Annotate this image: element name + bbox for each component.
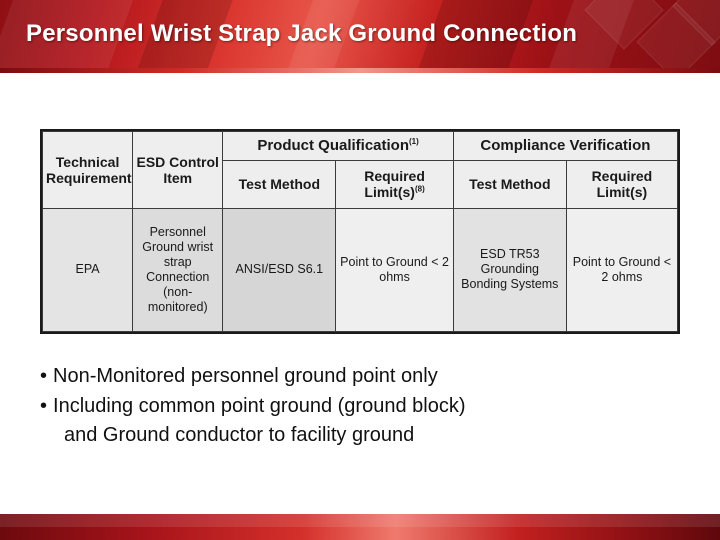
header-required-limits-1-label: Required Limit(s) [364,168,425,201]
cell-test-method-2: ESD TR53 Grounding Bonding Systems [452,207,567,333]
slide-header-banner: Personnel Wrist Strap Jack Ground Connec… [0,0,720,72]
cell-technical-requirement: EPA [41,207,134,333]
header-required-limits-2: Required Limit(s) [565,159,679,209]
bullet-text-continuation: and Ground conductor to facility ground [64,424,415,447]
list-item: •Including common point ground (ground b… [40,392,690,422]
bullet-list: •Non-Monitored personnel ground point on… [40,362,690,451]
bullet-text: Non-Monitored personnel ground point onl… [53,365,438,387]
header-product-qualification-label: Product Qualification [257,137,409,155]
table-header-row-1: Technical Requirement ESD Control Item P… [41,131,679,209]
table-row: EPA Personnel Ground wrist strap Connect… [41,207,679,333]
page-title: Personnel Wrist Strap Jack Ground Connec… [26,20,578,47]
header-required-limits-1: Required Limit(s)(8) [335,159,454,209]
header-test-method-2: Test Method [452,159,567,209]
list-item: •Non-Monitored personnel ground point on… [40,362,690,392]
cell-test-method-1: ANSI/ESD S6.1 [222,207,337,333]
header-esd-control-item: ESD Control Item [132,131,224,209]
bullet-text: Including common point ground (ground bl… [53,394,466,417]
header-product-qualification-note: (1) [409,137,419,147]
table-header-row-2: Test Method Required Limit(s)(8) Test Me… [43,159,679,209]
bullet-marker: • [40,394,48,417]
cell-required-limits-2: Point to Ground < 2 ohms [565,207,679,333]
esd-requirements-table: Technical Requirement ESD Control Item P… [40,129,680,334]
slide-footer-band [0,514,720,540]
banner-underline [0,68,720,73]
cell-esd-control-item: Personnel Ground wrist strap Connection … [132,207,224,333]
cell-required-limits-1: Point to Ground < 2 ohms [335,207,454,333]
header-product-qualification: Product Qualification(1) [222,131,454,161]
header-compliance-verification: Compliance Verification [452,131,679,161]
header-test-method-1: Test Method [222,159,337,209]
bullet-marker: • [40,365,48,387]
header-required-limits-1-note: (8) [414,184,425,194]
header-technical-requirement: Technical Requirement [41,131,134,209]
footer-sheen [0,514,720,527]
